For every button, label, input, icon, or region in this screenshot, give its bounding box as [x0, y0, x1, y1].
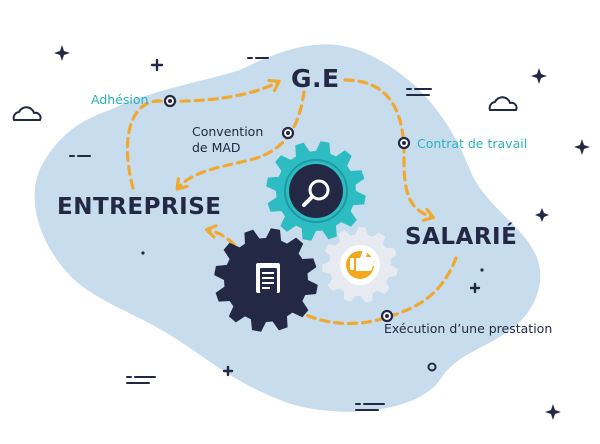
thumbs-up-icon	[350, 248, 375, 271]
link-label-contrat: Contrat de travail	[417, 136, 528, 151]
node-label-ge: G.E	[291, 64, 340, 93]
dash-marks	[69, 57, 432, 411]
cloud-icon	[12, 106, 42, 121]
path-ge-to-entreprise	[178, 90, 306, 188]
path-entreprise-to-ge	[125, 82, 278, 190]
node-label-salarie: SALARIÉ	[405, 224, 518, 250]
sparkle-icon	[535, 208, 549, 222]
sparkle-icon	[574, 139, 590, 155]
sparkle-icon	[531, 68, 547, 84]
gear-teal-hub	[289, 164, 343, 218]
link-label-convention-line1: Convention	[192, 124, 264, 139]
ring-dot	[427, 362, 437, 372]
teal-gear	[266, 141, 366, 241]
magnifier-icon	[302, 179, 330, 207]
link-label-adhesion: Adhésion	[91, 92, 149, 107]
small-dot	[141, 251, 145, 255]
small-dot	[480, 268, 484, 272]
gear-teal-ring	[284, 159, 348, 223]
sparkle-icon	[54, 45, 70, 61]
path-ge-to-salarie	[343, 78, 432, 217]
link-label-convention-line2: de MAD	[192, 140, 241, 155]
node-label-entreprise: ENTREPRISE	[57, 194, 222, 220]
path-salarie-to-entreprise	[208, 230, 458, 326]
sparkle-icon	[545, 404, 561, 420]
document-icon	[256, 263, 280, 293]
cloud-icon	[488, 96, 518, 111]
link-label-execution: Exécution d’une prestation	[384, 321, 553, 336]
plus-icon	[150, 58, 481, 377]
